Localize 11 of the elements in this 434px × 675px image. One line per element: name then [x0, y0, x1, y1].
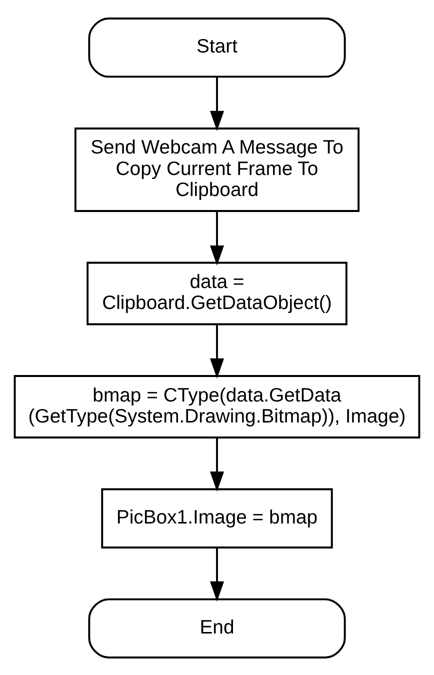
arrow: [210, 438, 224, 492]
node-box: Send Webcam A Message To Copy Current Frame To Clipboard: [74, 127, 360, 212]
arrow: [210, 548, 224, 601]
arrow: [210, 211, 224, 266]
node-box: bmap = CType(data.GetData (GetType(System.Drawing.Bitmap)), Image): [14, 374, 420, 438]
node-box: End: [88, 598, 346, 658]
node-box: Start: [88, 17, 346, 78]
arrow: [210, 324, 224, 378]
node-box: PicBox1.Image = bmap: [101, 488, 333, 548]
node-box: data = Clipboard.GetDataObject(): [86, 261, 348, 325]
arrow: [210, 76, 224, 130]
